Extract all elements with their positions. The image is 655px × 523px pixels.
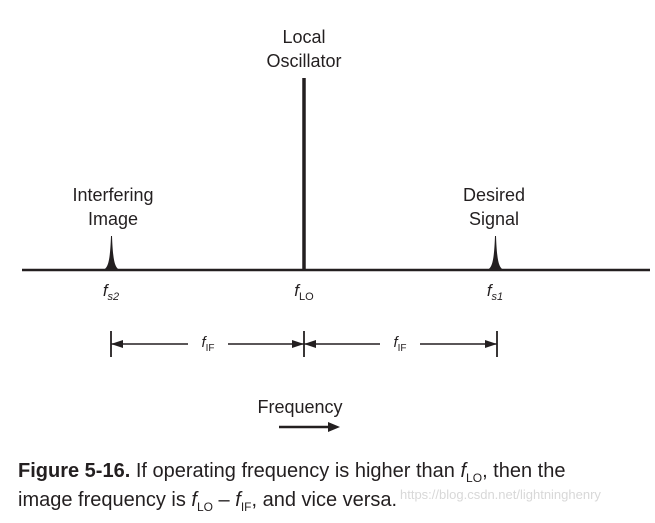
- caption-line2-subscript-2: IF: [240, 500, 252, 514]
- if-left-arrow-end: [292, 340, 304, 348]
- flo-subscript: LO: [299, 291, 314, 303]
- caption-line-1: Figure 5-16. If operating frequency is h…: [18, 458, 565, 491]
- caption-line1-subscript: LO: [466, 471, 483, 485]
- flo-symbol: f: [294, 281, 300, 300]
- if-right-symbol: f: [393, 334, 398, 351]
- frequency-axis-label: Frequency: [257, 397, 343, 417]
- caption-line2-text-b: , and vice versa.: [251, 489, 398, 511]
- figure-caption: Figure 5-16. If operating frequency is h…: [0, 440, 655, 523]
- interfering-image-label-line2: Image: [87, 209, 139, 229]
- fs1-subscript: s1: [491, 291, 504, 303]
- fs2-symbol: f: [102, 281, 108, 300]
- flo-label: fLO: [274, 281, 334, 307]
- caption-line1-text-a: If operating frequency is higher than: [130, 460, 461, 482]
- if-right-arrow-end: [485, 340, 497, 348]
- fs1-label: fs1: [465, 281, 525, 307]
- fs2-subscript: s2: [107, 291, 120, 303]
- desired-signal-label-line2: Signal: [468, 209, 520, 229]
- interfering-image-label-line1: Interfering: [72, 185, 154, 205]
- watermark-url: https://blog.csdn.net/lightninghenry: [400, 487, 601, 502]
- if-right-label: fIF: [380, 334, 420, 358]
- caption-figure-number: Figure 5-16.: [18, 460, 131, 482]
- spectrum-graphic: [22, 78, 650, 432]
- local-oscillator-label-line2: Oscillator: [266, 51, 342, 71]
- frequency-arrow-head: [328, 422, 340, 432]
- local-oscillator-label: Local Oscillator: [229, 25, 379, 73]
- caption-line1-text-b: , then the: [482, 460, 566, 482]
- caption-line2-text-a: image frequency is: [18, 489, 192, 511]
- caption-line-2: image frequency is fLO – fIF, and vice v…: [18, 487, 397, 520]
- desired-signal-peak: [487, 236, 504, 270]
- interfering-image-peak: [103, 236, 120, 270]
- desired-signal-label: Desired Signal: [419, 183, 569, 231]
- if-left-arrow-start: [111, 340, 123, 348]
- if-right-subscript: IF: [397, 343, 407, 354]
- fs2-label: fs2: [81, 281, 141, 307]
- caption-line2-symbol-2: f: [235, 489, 241, 511]
- spectrum-diagram: Local Oscillator Interfering Image Desir…: [22, 25, 650, 432]
- if-left-subscript: IF: [205, 343, 215, 354]
- fs1-symbol: f: [486, 281, 492, 300]
- if-right-arrow-start: [304, 340, 316, 348]
- caption-line1-symbol: f: [460, 460, 467, 482]
- local-oscillator-label-line1: Local: [282, 27, 326, 47]
- caption-line2-symbol-1: f: [191, 489, 197, 511]
- if-left-label: fIF: [188, 334, 228, 358]
- caption-line2-dash: –: [213, 489, 236, 511]
- if-left-symbol: f: [201, 334, 206, 351]
- interfering-image-label: Interfering Image: [38, 183, 188, 231]
- desired-signal-label-line1: Desired: [462, 185, 526, 205]
- caption-line2-subscript-1: LO: [196, 500, 213, 514]
